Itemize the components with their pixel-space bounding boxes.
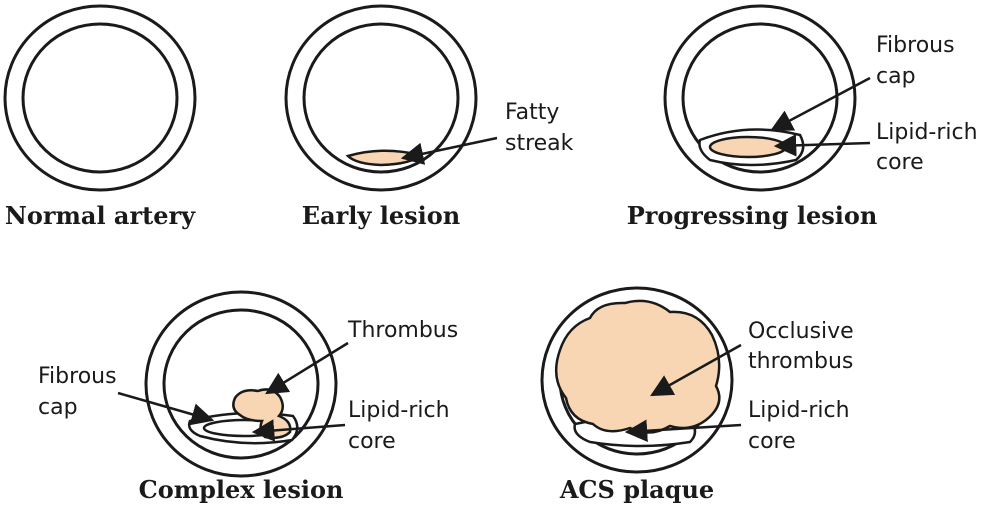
label-fibrous-cap-1: Fibrous (38, 364, 117, 389)
caption-normal-artery: Normal artery (5, 201, 196, 230)
lipid-core-shape (710, 137, 786, 157)
panel-complex-lesion: Thrombus Fibrous cap Lipid-rich core Com… (38, 292, 458, 504)
label-fatty-streak-2: streak (505, 131, 574, 156)
label-lipid-core-2: core (876, 150, 924, 175)
caption-progressing-lesion: Progressing lesion (627, 201, 878, 230)
label-occlusive-thrombus-1: Occlusive (748, 319, 854, 344)
caption-acs-plaque: ACS plaque (559, 475, 714, 504)
label-lipid-core-1: Lipid-rich (348, 398, 450, 423)
label-occlusive-thrombus-2: thrombus (748, 349, 853, 374)
label-fibrous-cap-1: Fibrous (876, 33, 955, 58)
artery-lumen (23, 24, 177, 172)
label-fibrous-cap-2: cap (876, 64, 916, 89)
label-lipid-core-1: Lipid-rich (876, 120, 978, 145)
label-fatty-streak-1: Fatty (505, 100, 559, 125)
label-lipid-core-2: core (748, 429, 796, 454)
panel-normal-artery: Normal artery (5, 6, 196, 230)
label-lipid-core-1: Lipid-rich (748, 398, 850, 423)
label-fibrous-cap-2: cap (38, 395, 78, 420)
caption-early-lesion: Early lesion (302, 201, 460, 230)
panel-acs-plaque: Occlusive thrombus Lipid-rich core ACS p… (542, 288, 854, 504)
caption-complex-lesion: Complex lesion (139, 475, 344, 504)
panel-early-lesion: Fatty streak Early lesion (286, 6, 574, 230)
label-thrombus: Thrombus (347, 318, 458, 343)
label-lipid-core-2: core (348, 429, 396, 454)
panel-progressing-lesion: Fibrous cap Lipid-rich core Progressing … (627, 6, 978, 230)
